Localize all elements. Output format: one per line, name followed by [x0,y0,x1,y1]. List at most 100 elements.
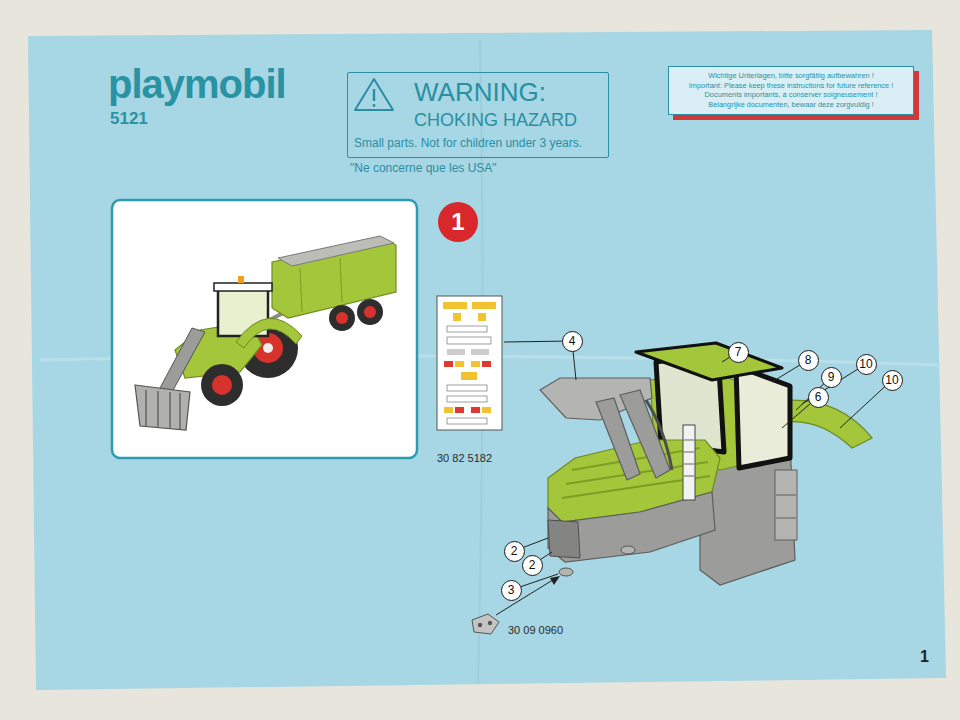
callout-text: 3 [508,584,515,596]
callout-number: 8 [798,350,819,371]
pin [621,546,635,554]
sticker [447,385,487,391]
front-grille [548,520,580,558]
warning-triangle [355,79,393,110]
front-wheel [201,364,243,406]
sticker [453,313,461,321]
keep-instructions-note: Wichtige Unterlagen, bitte sorgfältig au… [668,66,914,115]
callout-number: 4 [562,331,583,352]
sticker [478,313,486,321]
set-number: 5121 [110,110,148,129]
part-number: 30 09 0960 [508,624,563,636]
callout-number: 6 [808,387,829,408]
callout-text: 8 [805,354,812,366]
warning-mark [373,89,375,101]
bucket-tine [157,391,159,428]
step-rung [776,495,796,496]
trailer-rib [300,268,302,312]
cab-window [736,366,790,468]
assembly-arrow [496,578,556,615]
tractor-exploded-view [540,343,872,585]
sticker [482,361,491,367]
sticker-sheet [437,296,502,430]
warning-box: WARNING:CHOKING HAZARDSmall parts. Not f… [347,72,609,158]
warning-text: CHOKING HAZARD [414,111,577,131]
trailer-hub [364,306,376,318]
step-rung [776,518,796,519]
beacon [238,276,244,283]
bucket-tine [169,392,171,428]
step-number-text: 1 [451,210,464,234]
callout-number: 2 [504,541,525,562]
sticker [471,361,480,367]
sticker [444,361,453,367]
sticker [447,337,491,344]
callout-text: 7 [735,346,742,358]
sticker [447,349,465,355]
note-text: Wichtige Unterlagen, bitte sorgfältig au… [675,71,907,81]
blue-sheet [28,30,946,690]
callout-text: 10 [859,358,872,370]
callout-number: 7 [728,342,749,363]
note-text: Documents importants, à conserver soigne… [675,90,907,100]
trailer-rib [340,258,342,302]
callout-number: 9 [821,367,842,388]
sticker [482,407,491,413]
pin [559,568,573,576]
hood-side [548,492,715,562]
step-number: 1 [438,202,478,242]
bucket-tine [145,390,147,426]
callout-number: 10 [882,370,903,391]
sticker [461,372,477,380]
sticker [455,361,464,367]
front-hub [212,375,232,395]
sticker [455,407,464,413]
trailer-hub [336,312,348,324]
hitch [472,614,499,634]
callout-number: 2 [522,555,543,576]
cab-roof [214,283,272,291]
hitch-hole [478,623,482,627]
picture-frame [112,200,417,458]
sticker [472,302,496,309]
warning-icon [355,79,393,110]
warning-text: Small parts. Not for children under 3 ye… [354,137,582,150]
note-text: Belangrijke documenten, bewaar deze zorg… [675,100,907,110]
sticker-sheet-outline [437,296,502,430]
callout-text: 6 [815,391,822,403]
callout-text: 2 [511,545,518,557]
sticker [447,396,487,402]
callout-text: 10 [885,374,898,386]
sticker [443,302,467,309]
callout-text: 2 [529,559,536,571]
loader-bucket [135,385,190,430]
arrow-head [550,576,560,585]
part-number: 30 82 5182 [437,452,492,464]
usa-note: "Ne concerne que les USA" [350,162,497,175]
brand-logo: playmobil [108,62,286,106]
paper-sheet [28,30,946,690]
loader-arm [596,398,640,480]
leader-lines [504,341,892,590]
trailer-wheel [357,299,383,325]
loader-arm [160,328,205,392]
note-text: Important: Please keep these instruction… [675,81,907,91]
callout-text: 9 [828,371,835,383]
cab-step [775,470,797,540]
warning-mark [373,104,376,107]
sticker [447,326,487,332]
sticker [444,407,453,413]
hydraulic-hose [646,400,672,470]
sticker [471,349,489,355]
hitch-hole [488,621,492,625]
bucket-tine [179,393,181,429]
callout-number: 10 [856,354,877,375]
overview-picture [112,200,417,458]
sticker [447,418,487,424]
rear-hub [263,343,273,353]
trailer-wheel [329,305,355,331]
callout-text: 4 [569,335,576,347]
exhaust-grille [684,440,694,476]
page-number: 1 [920,648,929,666]
